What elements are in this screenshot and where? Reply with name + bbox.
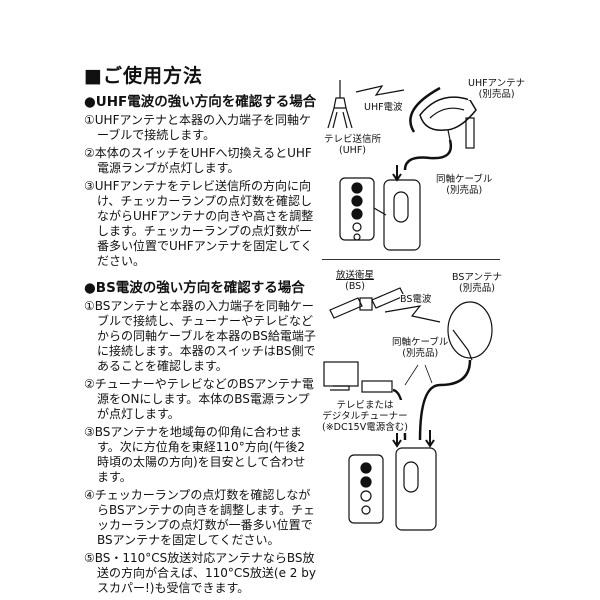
satellite-label-sub: (BS)	[345, 281, 365, 292]
uhf-cable-label-text: 同軸ケーブル	[436, 174, 493, 185]
rotate-arrow-icon	[409, 86, 441, 133]
uhf-heading: ●UHF電波の強い方向を確認する場合	[84, 94, 317, 110]
uhf-wave-label: UHF電波	[364, 102, 403, 113]
tower-label-text: テレビ送信所	[324, 134, 382, 145]
uhf-step-2: ②本体のスイッチをUHFへ切換えるとUHF電源ランプが点灯します。	[84, 146, 312, 175]
pointer-lines	[404, 364, 433, 386]
bs-antenna-label: BSアンテナ(別売品)	[452, 272, 503, 294]
section-divider	[322, 259, 500, 260]
instructions-column: ■ご使用方法 ●UHF電波の強い方向を確認する場合 ①UHFアンテナと本器の入力…	[84, 64, 316, 599]
tv-tower-icon	[327, 80, 353, 129]
uhf-cable	[403, 139, 453, 171]
bs-step-1: ①BSアンテナと本器の入力端子を同軸ケーブルで接続し、チューナーやテレビなどから…	[84, 299, 316, 373]
bs-step-3: ③BSアンテナを地域毎の仰角に合わせます。次に方位角を東経110°方向(午後2時…	[84, 425, 306, 484]
satellite-label: 放送衛星(BS)	[336, 270, 375, 292]
bs-heading: ●BS電波の強い方向を確認する場合	[84, 280, 305, 296]
tv-label-2: デジタルチューナー	[322, 411, 408, 422]
bs-wave-label: BS電波	[400, 294, 432, 305]
bs-wave-icon	[384, 305, 441, 323]
bs-dish-icon	[447, 301, 493, 361]
page-title: ■ご使用方法	[84, 65, 203, 87]
down-arrow-icon	[392, 165, 402, 182]
uhf-cable-label: 同軸ケーブル(別売品)	[436, 174, 493, 196]
bs-cable-label-text: 同軸ケーブル	[392, 337, 449, 348]
uhf-step-3: ③UHFアンテナをテレビ送信所の方向に向け、チェッカーランプの点灯数を確認しなが…	[84, 179, 314, 268]
bs-antenna-label-text: BSアンテナ	[452, 272, 503, 283]
bs-step-5: ⑤BS・110°CS放送対応アンテナならBS放送の方向が合えば、110°CS放送…	[84, 551, 316, 595]
tower-label: テレビ送信所(UHF)	[324, 134, 382, 156]
checker-device-icon	[339, 177, 421, 251]
bs-cable-right	[418, 359, 472, 441]
bs-step-2: ②チューナーやテレビなどのBSアンテナ電源をONにします。本体のBS電源ランプが…	[84, 377, 314, 421]
uhf-antenna-icon	[419, 96, 477, 149]
bs-cable-label-sub: (別売品)	[402, 348, 439, 359]
uhf-cable-label-sub: (別売品)	[446, 185, 483, 196]
tv-label: テレビまたはデジタルチューナー(※DC15V電源含む)	[322, 400, 408, 433]
satellite-icon	[329, 287, 405, 319]
uhf-antenna-label-text: UHFアンテナ	[468, 78, 526, 89]
tower-label-sub: (UHF)	[339, 145, 366, 156]
uhf-wave-icon	[355, 85, 405, 96]
uhf-step-1: ①UHFアンテナと本器の入力端子を同軸ケーブルで接続します。	[84, 113, 311, 142]
satellite-label-text: 放送衛星	[336, 270, 375, 281]
tv-label-1: テレビまたは	[336, 400, 394, 411]
tv-icon	[323, 361, 359, 391]
uhf-antenna-label-sub: (別売品)	[478, 89, 515, 100]
tv-label-3: (※DC15V電源含む)	[322, 422, 408, 433]
tuner-icon	[361, 380, 393, 393]
bs-step-4: ④チェッカーランプの点灯数を確認しながらBSアンテナの向きを調整します。チェッカ…	[84, 488, 315, 547]
checker-device-icon	[348, 447, 437, 531]
uhf-antenna-label: UHFアンテナ(別売品)	[468, 78, 526, 100]
bs-cable-label: 同軸ケーブル(別売品)	[392, 337, 449, 359]
bs-antenna-label-sub: (別売品)	[459, 283, 495, 294]
down-arrow-icon	[392, 430, 435, 448]
